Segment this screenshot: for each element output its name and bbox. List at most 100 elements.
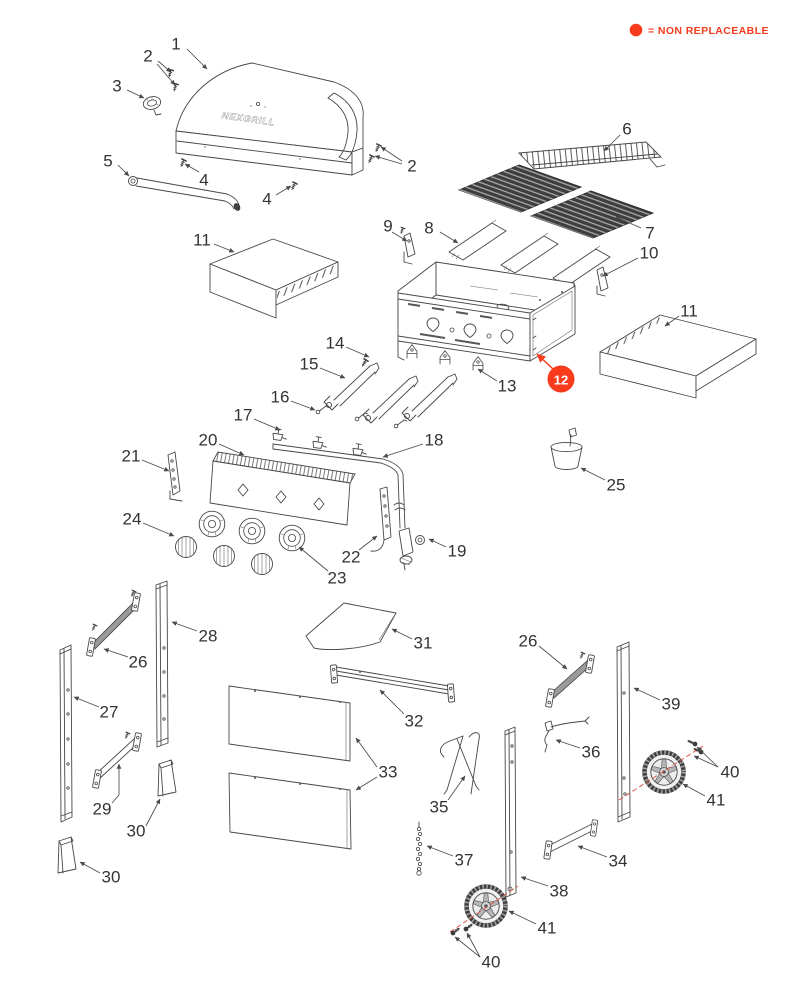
leader-line bbox=[602, 257, 639, 277]
leader-line bbox=[253, 418, 281, 431]
leader-line bbox=[447, 775, 466, 801]
part-number-label: 41 bbox=[538, 919, 557, 938]
bracket-9 bbox=[398, 226, 416, 265]
leader-line bbox=[577, 845, 608, 858]
screw-icon bbox=[366, 154, 375, 165]
wheel-right bbox=[645, 753, 684, 792]
bracket-34 bbox=[543, 819, 599, 860]
leader-line bbox=[508, 910, 537, 925]
badge-circle bbox=[547, 365, 575, 393]
leader-line bbox=[157, 60, 172, 73]
leader-line bbox=[345, 346, 370, 358]
non-replaceable-dot-icon bbox=[629, 23, 643, 37]
part-number-label: 20 bbox=[199, 431, 218, 450]
leader-line bbox=[355, 737, 378, 768]
crossbar-32 bbox=[329, 664, 456, 703]
badge-arrow bbox=[536, 353, 554, 370]
part-number-label: 21 bbox=[122, 447, 141, 466]
leader-line bbox=[186, 48, 208, 70]
cooking-grates bbox=[457, 164, 655, 239]
legend-label: = NON REPLACEABLE bbox=[648, 25, 769, 37]
leader-line bbox=[141, 459, 170, 472]
side-panels bbox=[228, 685, 352, 850]
leader-line bbox=[142, 522, 175, 537]
leader-line bbox=[184, 163, 200, 173]
part-number-label: 25 bbox=[607, 476, 626, 495]
part-number-label: 40 bbox=[482, 953, 501, 972]
leader-line bbox=[439, 231, 459, 244]
leader-line bbox=[379, 689, 405, 715]
part-number-label: 11 bbox=[193, 231, 211, 250]
lid bbox=[175, 62, 364, 176]
leader-line bbox=[79, 861, 101, 874]
heat-tents bbox=[448, 219, 611, 287]
leader-line bbox=[428, 538, 447, 548]
part-number-label: 19 bbox=[448, 542, 467, 561]
part-number-label: 28 bbox=[199, 627, 218, 646]
screw-icon bbox=[359, 358, 369, 369]
part-number-label: 30 bbox=[102, 868, 121, 887]
part-number-label: 10 bbox=[640, 244, 659, 263]
leader-line bbox=[126, 89, 145, 99]
leader-line bbox=[391, 231, 408, 242]
part-number-label: 9 bbox=[383, 217, 392, 236]
axle-line-right bbox=[618, 745, 704, 801]
brace-right bbox=[545, 651, 595, 708]
thermometer-bezel bbox=[142, 96, 162, 116]
leader-line bbox=[555, 739, 581, 749]
screw-icon bbox=[90, 623, 98, 632]
part-number-label: 22 bbox=[342, 548, 361, 567]
part-number-label: 36 bbox=[582, 743, 601, 762]
part-number-label: 26 bbox=[519, 632, 538, 651]
lid-window bbox=[327, 92, 358, 161]
burner-tubes bbox=[323, 362, 458, 424]
wire-frame-35 bbox=[440, 732, 480, 795]
control-panel bbox=[209, 451, 356, 526]
brace-left bbox=[86, 589, 141, 657]
screw-icon bbox=[398, 226, 406, 235]
matchstick-chain bbox=[415, 821, 422, 876]
leader-line bbox=[218, 443, 245, 456]
firebox bbox=[397, 261, 576, 371]
knob-bezels bbox=[198, 510, 306, 552]
grease-tray bbox=[305, 602, 397, 651]
part-number-label: 6 bbox=[622, 120, 631, 139]
leg-cap-upper bbox=[157, 759, 177, 797]
part-number-label: 29 bbox=[93, 800, 112, 819]
wheel-bottom bbox=[467, 887, 506, 926]
screw-icon bbox=[373, 143, 382, 154]
part-number-label: 30 bbox=[127, 822, 146, 841]
leader-line bbox=[213, 243, 235, 253]
leg-rear-right bbox=[504, 726, 517, 898]
leader-line bbox=[603, 134, 621, 152]
grease-cup bbox=[550, 427, 583, 470]
leader-line bbox=[391, 628, 413, 640]
bolt-icon bbox=[691, 745, 705, 756]
part-number-label: 18 bbox=[425, 431, 444, 450]
leader-line bbox=[290, 400, 316, 411]
leader-line bbox=[633, 687, 661, 701]
part-number-label: 27 bbox=[100, 703, 119, 722]
non-replaceable-badge: 12 bbox=[536, 353, 575, 393]
leader-line bbox=[538, 645, 568, 670]
leader-line bbox=[374, 155, 403, 165]
bolt-icon bbox=[685, 737, 699, 748]
bolt-icon bbox=[461, 921, 475, 934]
leader-line bbox=[73, 696, 100, 708]
leader-line bbox=[477, 368, 498, 382]
part-number-label: 23 bbox=[328, 569, 347, 588]
part-number-label: 35 bbox=[430, 798, 449, 817]
leader-line bbox=[382, 443, 424, 458]
manifold-pipe bbox=[272, 443, 406, 529]
leader-line bbox=[426, 845, 454, 857]
bracket-10 bbox=[596, 266, 609, 297]
part-number-label: 37 bbox=[455, 851, 474, 870]
part-number-label: 31 bbox=[414, 634, 433, 653]
side-shelf-left bbox=[209, 238, 339, 319]
part-number-label: 3 bbox=[112, 77, 121, 96]
part-number-label: 5 bbox=[103, 152, 112, 171]
part-number-label: 40 bbox=[721, 763, 740, 782]
part-number-label: 4 bbox=[199, 171, 208, 190]
